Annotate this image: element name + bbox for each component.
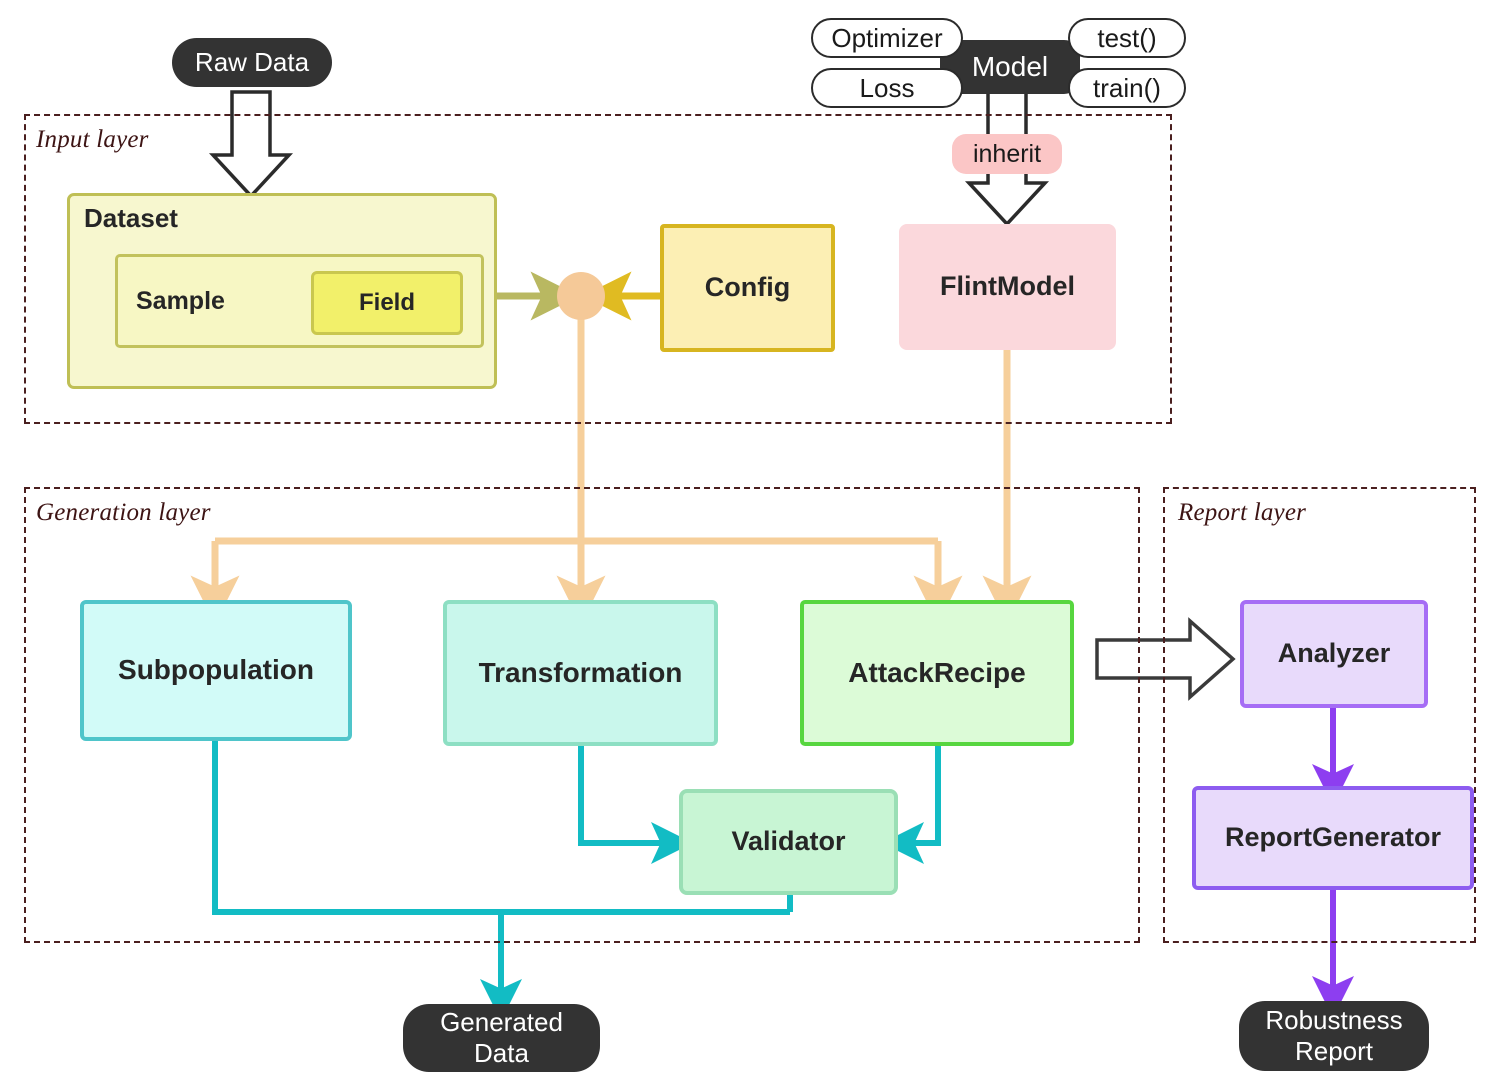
sample-label: Sample [136, 286, 225, 315]
robustness-report-badge[interactable]: Robustness Report [1239, 1001, 1429, 1071]
analyzer-box[interactable]: Analyzer [1240, 600, 1428, 708]
train-method-pill[interactable]: train() [1068, 68, 1186, 108]
generated-data-label-line2: Data [474, 1038, 529, 1068]
junction-node [557, 272, 605, 320]
block-arrow-rawdata-to-dataset [208, 90, 294, 199]
generated-data-label-line1: Generated [440, 1006, 563, 1037]
flintmodel-label: FlintModel [940, 271, 1075, 302]
test-method-pill[interactable]: test() [1068, 18, 1186, 58]
flintmodel-box[interactable]: FlintModel [899, 224, 1116, 350]
field-box[interactable]: Field [311, 271, 463, 335]
model-pill[interactable]: Model [940, 40, 1080, 94]
field-label: Field [358, 289, 415, 317]
analyzer-label: Analyzer [1277, 638, 1391, 669]
inherit-relation-label: inherit [952, 134, 1062, 174]
robustness-report-label-line2: Report [1294, 1036, 1374, 1066]
config-box[interactable]: Config [660, 224, 835, 352]
validator-box[interactable]: Validator [679, 789, 898, 895]
config-label: Config [704, 272, 791, 303]
optimizer-pill[interactable]: Optimizer [811, 18, 963, 58]
raw-data-badge[interactable]: Raw Data [172, 38, 332, 87]
wire-subpopulation-to-output [212, 741, 790, 915]
input-layer-label: Input layer [36, 126, 149, 153]
loss-label: Loss [859, 72, 915, 103]
generation-layer-container [24, 487, 1140, 943]
dataset-box[interactable]: Dataset Sample Field [67, 193, 497, 389]
inherit-label: inherit [972, 139, 1042, 168]
report-layer-container [1163, 487, 1476, 943]
validator-label: Validator [731, 826, 846, 857]
attackrecipe-box[interactable]: AttackRecipe [800, 600, 1074, 746]
transformation-box[interactable]: Transformation [443, 600, 718, 746]
loss-pill[interactable]: Loss [811, 68, 963, 108]
robustness-report-label-line1: Robustness [1265, 1004, 1403, 1035]
subpopulation-label: Subpopulation [118, 654, 314, 686]
generation-layer-label: Generation layer [36, 499, 211, 526]
optimizer-label: Optimizer [831, 22, 943, 53]
wire-transformation-to-validator [578, 746, 693, 864]
attackrecipe-label: AttackRecipe [848, 656, 1026, 688]
raw-data-label: Raw Data [194, 46, 310, 77]
reportgenerator-label: ReportGenerator [1224, 822, 1442, 853]
model-label: Model [971, 51, 1049, 82]
reportgenerator-box[interactable]: ReportGenerator [1192, 786, 1474, 890]
subpopulation-box[interactable]: Subpopulation [80, 600, 352, 741]
block-arrow-attackrecipe-to-analyzer [1095, 617, 1236, 701]
report-layer-label: Report layer [1178, 499, 1307, 526]
input-layer-container [24, 114, 1172, 424]
wire-attackrecipe-to-validator [882, 746, 941, 864]
dataset-label: Dataset [84, 203, 178, 233]
test-method-label: test() [1097, 22, 1157, 53]
sample-box[interactable]: Sample Field [115, 254, 484, 348]
train-method-label: train() [1093, 72, 1161, 103]
generated-data-badge[interactable]: Generated Data [403, 1004, 600, 1072]
transformation-label: Transformation [478, 656, 683, 688]
